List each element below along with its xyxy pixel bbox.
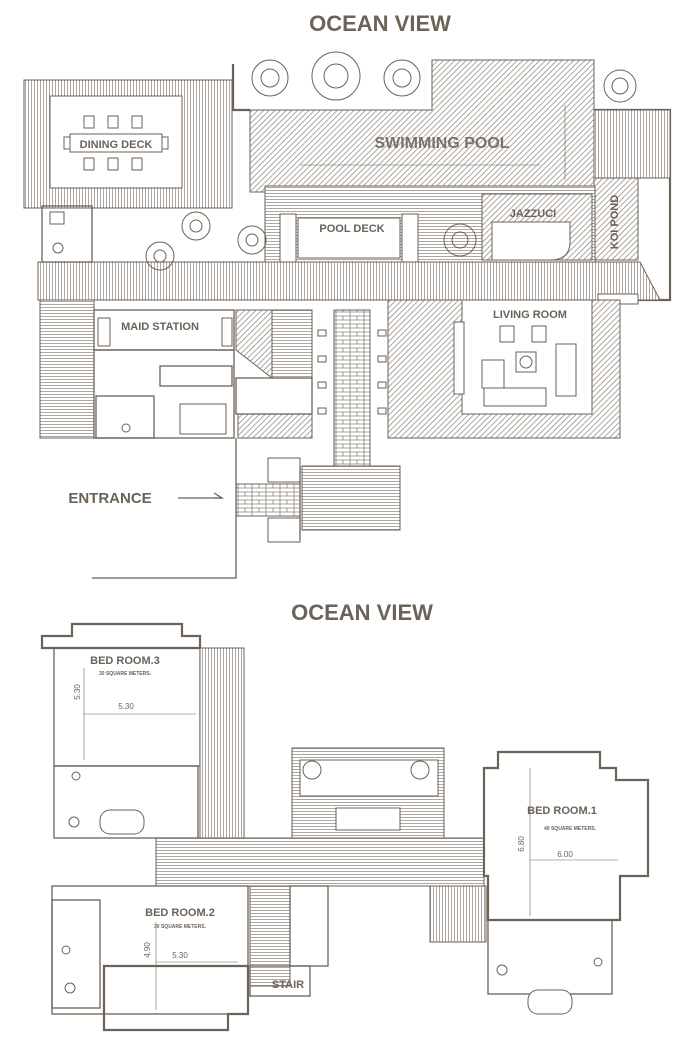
kitchen-counter bbox=[159, 365, 233, 387]
sun-lounger bbox=[401, 213, 419, 263]
entrance-planter bbox=[267, 457, 301, 483]
lower-stair bbox=[249, 885, 291, 987]
lower-corridor bbox=[155, 837, 485, 887]
entrance-deck bbox=[301, 465, 401, 531]
bedroom1-width: 6.00 bbox=[557, 850, 573, 859]
maid-bathroom bbox=[95, 395, 155, 439]
armchair bbox=[481, 359, 505, 389]
upper-floor-plan: OCEAN VIEW DINING DECK SWIMMING POOL KOI… bbox=[23, 11, 672, 579]
bedroom2-label: BED ROOM.2 bbox=[145, 907, 215, 919]
main-walkway bbox=[37, 261, 661, 301]
maid-bed bbox=[179, 403, 227, 435]
bedroom2-area: 30 SQUARE METERS. bbox=[154, 924, 207, 930]
bathtub-icon bbox=[99, 809, 145, 835]
toilet-icon bbox=[68, 816, 80, 828]
bedroom1-deck bbox=[429, 885, 487, 943]
swimming-pool bbox=[249, 59, 595, 193]
coffee-table-top bbox=[519, 355, 533, 369]
plant-icon bbox=[302, 760, 430, 780]
property-line bbox=[92, 438, 237, 579]
lounge-bench bbox=[299, 759, 439, 797]
living-sofa bbox=[483, 387, 547, 407]
terrace-deck bbox=[593, 109, 671, 179]
toilet-icon bbox=[64, 982, 76, 994]
bedroom3-label: BED ROOM.3 bbox=[90, 655, 160, 667]
living-room-label: LIVING ROOM bbox=[493, 309, 567, 321]
toilet-icon bbox=[121, 423, 131, 433]
bedroom2-width: 5.30 bbox=[172, 951, 188, 960]
bedroom3-area: 30 SQUARE METERS. bbox=[99, 671, 152, 677]
entrance-planter bbox=[267, 517, 301, 543]
armchair bbox=[499, 325, 515, 343]
jacuzzi-tub bbox=[491, 221, 571, 261]
pool-deck-label: POOL DECK bbox=[319, 223, 384, 235]
bedroom3-deck bbox=[199, 647, 245, 839]
maid-station-label: MAID STATION bbox=[121, 321, 199, 333]
lower-floor-plan: OCEAN VIEW BED ROOM.3 30 SQUARE METERS. … bbox=[40, 600, 650, 1032]
entrance-path bbox=[235, 483, 301, 517]
lower-plan-title: OCEAN VIEW bbox=[291, 600, 433, 625]
dining-chairs bbox=[63, 115, 169, 171]
bedroom3-width: 5.30 bbox=[118, 702, 134, 711]
walkway-lamps bbox=[317, 329, 387, 415]
maid-counter bbox=[221, 317, 233, 347]
pool-deck-sofa bbox=[297, 217, 401, 259]
bedroom3-roof-outline bbox=[40, 622, 202, 650]
left-deck bbox=[39, 299, 95, 439]
bedroom3-height: 5.30 bbox=[73, 684, 82, 700]
bedroom1-area: 40 SQUARE METERS. bbox=[544, 826, 597, 832]
sun-lounger bbox=[279, 213, 297, 263]
stair-well bbox=[289, 885, 329, 967]
bedroom1-height: 6.80 bbox=[517, 836, 526, 852]
swimming-pool-label: SWIMMING POOL bbox=[374, 135, 509, 152]
upper-plan-title: OCEAN VIEW bbox=[309, 11, 451, 36]
toilet-icon bbox=[52, 242, 64, 254]
service-rooms bbox=[93, 349, 235, 439]
toilet-icon bbox=[496, 964, 508, 976]
sink-icon bbox=[71, 771, 81, 781]
bedroom2-room bbox=[102, 964, 250, 1032]
bedroom1-bathroom bbox=[487, 919, 613, 995]
sink-icon bbox=[593, 957, 603, 967]
upper-bathroom bbox=[41, 205, 93, 263]
bathtub-icon bbox=[527, 989, 573, 1015]
maid-counter bbox=[97, 317, 111, 347]
stair-landing bbox=[249, 965, 311, 997]
brick-walkway bbox=[333, 309, 371, 467]
lounge-sofa bbox=[335, 807, 401, 831]
stair-landing bbox=[235, 377, 313, 415]
koi-pond-label: KOI POND bbox=[609, 195, 621, 249]
bedroom3-bathroom bbox=[53, 765, 199, 839]
living-wall bbox=[453, 321, 465, 395]
bedroom2-height: 4.90 bbox=[143, 942, 152, 958]
terrace-edge bbox=[231, 64, 250, 112]
bedroom1-label: BED ROOM.1 bbox=[527, 805, 597, 817]
armchair bbox=[531, 325, 547, 343]
sink-icon bbox=[49, 211, 65, 225]
stair-label: STAIR bbox=[272, 979, 304, 991]
planter bbox=[237, 413, 313, 439]
entrance-arrow-head bbox=[213, 492, 225, 499]
sink-icon bbox=[61, 945, 71, 955]
living-sofa bbox=[555, 343, 577, 397]
upper-stair bbox=[271, 309, 313, 379]
bedroom2-bathroom bbox=[51, 899, 101, 1009]
entrance-label: ENTRANCE bbox=[68, 490, 151, 507]
jacuzzi-label: JAZZUCI bbox=[510, 208, 556, 220]
planter bbox=[235, 309, 273, 380]
tree-icon bbox=[145, 51, 637, 271]
bedroom1 bbox=[482, 750, 650, 922]
dining-deck-label: DINING DECK bbox=[80, 139, 153, 151]
